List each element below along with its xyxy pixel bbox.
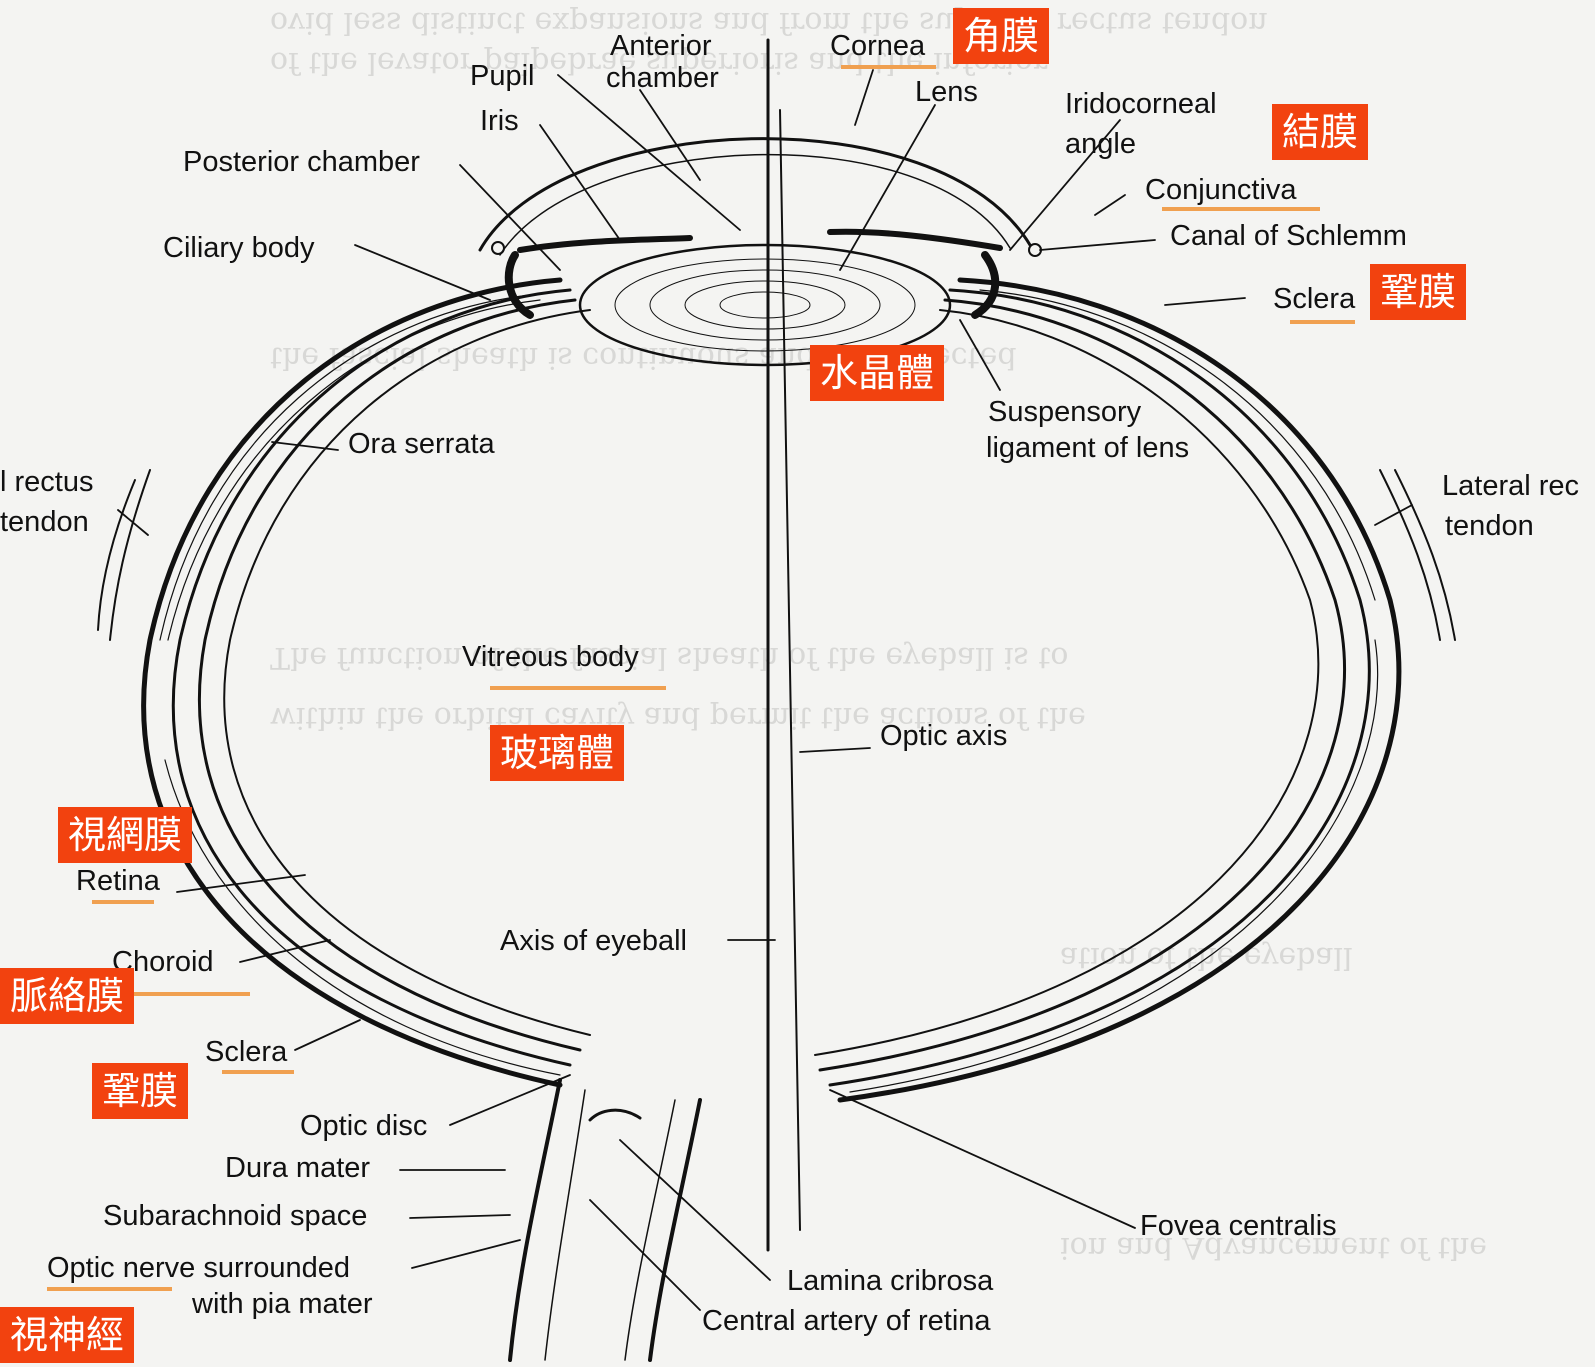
tag-vitreous: 玻璃體 [490,725,624,781]
label-rectus-left-1: l rectus [0,466,93,498]
label-lens: Lens [915,76,978,108]
label-fovea-centralis: Fovea centralis [1140,1210,1337,1242]
tag-conjunctiva: 結膜 [1272,104,1368,160]
tag-retina: 視網膜 [58,807,192,863]
label-dura-mater: Dura mater [225,1152,370,1184]
iris-right [830,232,1000,248]
underline-retina [92,900,154,904]
label-conjunctiva: Conjunctiva [1145,174,1297,206]
label-iridocorneal-1: Iridocorneal [1065,88,1217,120]
label-suspensory-1: Suspensory [988,396,1141,428]
label-suspensory-2: ligament of lens [986,432,1189,464]
label-sclera-top: Sclera [1273,283,1355,315]
underline-sclera-top [1290,320,1355,324]
optic-nerve [510,1080,560,1360]
label-sclera-bottom: Sclera [205,1036,287,1068]
label-iris: Iris [480,105,519,137]
tag-cornea: 角膜 [953,8,1049,64]
label-iridocorneal-2: angle [1065,128,1136,160]
label-retina: Retina [76,865,160,897]
label-axis-of-eyeball: Axis of eyeball [500,925,687,957]
label-optic-nerve-1: Optic nerve surrounded [47,1252,350,1284]
label-rectus-left-2: tendon [0,506,89,538]
tag-sclera-top: 鞏膜 [1370,264,1466,320]
label-posterior-chamber: Posterior chamber [183,146,420,178]
underline-sclera-bottom [222,1070,294,1074]
label-vitreous-body: Vitreous body [462,641,639,673]
underline-cornea [841,65,936,69]
label-ciliary-body: Ciliary body [163,232,315,264]
tag-sclera-bottom: 鞏膜 [92,1063,188,1119]
tag-optic-nerve: 視神經 [0,1307,134,1363]
underline-choroid [122,992,250,996]
underline-conjunctiva [1162,207,1320,211]
label-pupil: Pupil [470,60,535,92]
label-optic-nerve-2: with pia mater [192,1288,373,1320]
label-lamina-cribrosa: Lamina cribrosa [787,1265,993,1297]
label-optic-disc: Optic disc [300,1110,427,1142]
label-lateral-rectus-1: Lateral rec [1442,470,1579,502]
label-subarachnoid-space: Subarachnoid space [103,1200,367,1232]
label-canal-of-schlemm: Canal of Schlemm [1170,220,1407,252]
label-central-artery: Central artery of retina [702,1305,991,1337]
tag-lens: 水晶體 [810,345,944,401]
label-anterior-chamber-1: Anterior [610,30,712,62]
label-anterior-chamber-2: chamber [606,62,719,94]
iris-left [520,238,690,250]
label-lateral-rectus-2: tendon [1445,510,1534,542]
label-ora-serrata: Ora serrata [348,428,495,460]
label-cornea: Cornea [830,30,925,62]
underline-optic-nerve [47,1287,172,1291]
label-optic-axis: Optic axis [880,720,1007,752]
tag-choroid: 脈絡膜 [0,968,134,1024]
underline-vitreous [490,686,666,690]
